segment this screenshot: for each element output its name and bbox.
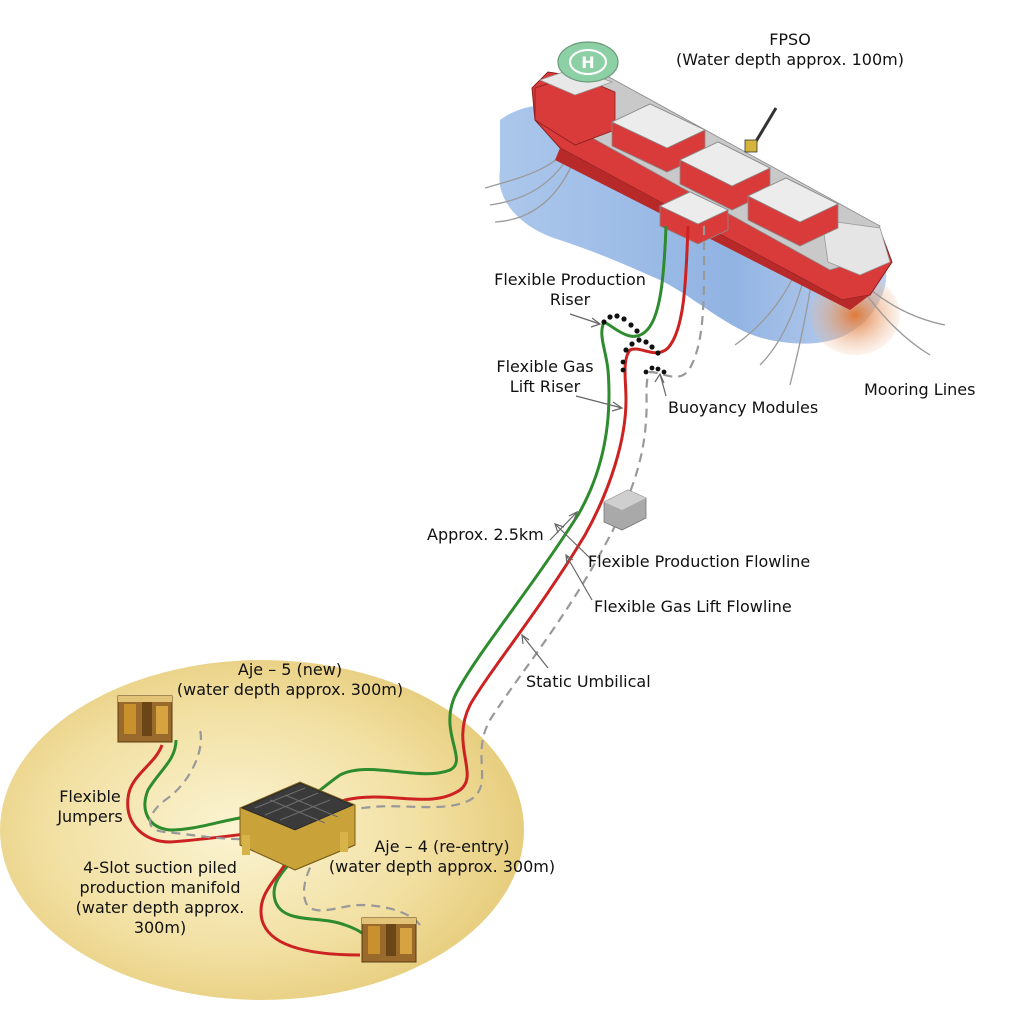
gas-flowline-label: Flexible Gas Lift Flowline xyxy=(594,597,792,616)
aje5-label: Aje – 5 (new) xyxy=(237,660,343,679)
manifold-label-2: production manifold xyxy=(79,878,241,897)
aje4-jumper-red xyxy=(259,851,361,957)
manifold-label-4: 300m) xyxy=(133,918,187,937)
gas-riser-label-2: Lift Riser xyxy=(509,377,581,396)
gas-riser-label: Flexible Gas xyxy=(496,357,594,376)
aje4-wellhead xyxy=(361,917,417,963)
aje4-umbilical xyxy=(302,839,421,926)
flexible-gas-lift-riser-line xyxy=(126,225,690,844)
jumpers-label-2: Jumpers xyxy=(57,807,123,826)
manifold-label-block: 4-Slot suction piled production manifold… xyxy=(60,858,260,938)
manifold-label-3: (water depth approx. xyxy=(75,898,245,917)
prod-riser-label-block: Flexible Production Riser xyxy=(480,270,660,310)
buoyancy-modules xyxy=(601,313,667,375)
leader-arrows xyxy=(521,313,667,669)
buoyancy-modules-label: Buoyancy Modules xyxy=(668,398,819,417)
aje5-depth-label: (water depth approx. 300m) xyxy=(176,680,404,699)
fpso-depth-label: (Water depth approx. 100m) xyxy=(676,50,904,69)
fpso-label: FPSO xyxy=(769,30,811,49)
jumpers-label: Flexible xyxy=(59,787,121,806)
aje5-label-block: Aje – 5 (new) (water depth approx. 300m) xyxy=(160,660,420,700)
prod-flowline-label: Flexible Production Flowline xyxy=(588,552,811,571)
aje5-wellhead xyxy=(117,695,173,743)
helipad-mark: H xyxy=(581,53,594,72)
mooring-lines-label: Mooring Lines xyxy=(864,380,976,399)
manifold-label-1: 4-Slot suction piled xyxy=(83,858,237,877)
prod-riser-label: Flexible Production xyxy=(494,270,646,289)
helideck xyxy=(557,41,619,83)
jumpers-label-block: Flexible Jumpers xyxy=(40,787,140,827)
prod-riser-label-2: Riser xyxy=(549,290,591,309)
gas-riser-label-block: Flexible Gas Lift Riser xyxy=(470,357,620,397)
aje4-label: Aje – 4 (re-entry) xyxy=(374,837,510,856)
fpso-vessel xyxy=(531,41,893,310)
aje4-depth-label: (water depth approx. 300m) xyxy=(328,857,556,876)
fpso-title: FPSO (Water depth approx. 100m) xyxy=(670,30,910,70)
approx-length-label: Approx. 2.5km xyxy=(427,525,544,544)
umbilical-label: Static Umbilical xyxy=(526,672,651,691)
aje4-label-block: Aje – 4 (re-entry) (water depth approx. … xyxy=(322,837,562,877)
static-umbilical-line xyxy=(148,225,706,841)
riser-base-block xyxy=(603,489,647,531)
production-manifold xyxy=(239,781,356,871)
